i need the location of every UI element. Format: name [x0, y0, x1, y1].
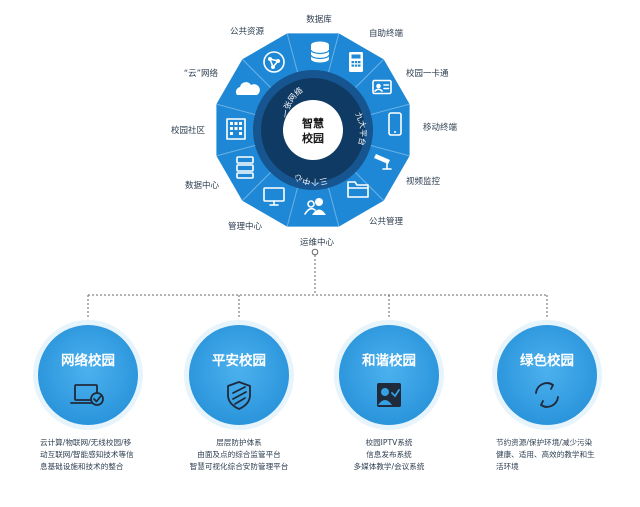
desc-line: 健康、适用、高效的教学和生	[496, 449, 595, 459]
spoke-label-mgmt-center: 管理中心	[228, 221, 263, 232]
connector-tree	[87, 248, 548, 318]
hub: 一张网络 九大平台 三个中心 智慧 校园	[171, 14, 458, 248]
building-icon	[226, 118, 246, 140]
cctv-camera-icon	[374, 154, 392, 170]
desc-network-campus: 云计算/物联网/无线校园/移 动互联网/智能感知技术等信 息基础设施和技术的整合	[40, 437, 134, 471]
card-title: 网络校园	[61, 352, 115, 369]
card-circle	[497, 325, 597, 425]
spoke-label-public-mgmt: 公共管理	[369, 216, 404, 227]
spoke-label-campus-card: 校园一卡通	[406, 68, 449, 79]
shield-icon	[227, 381, 251, 410]
desc-line: 层层防护体系	[216, 437, 262, 447]
desc-safe-campus: 层层防护体系 由面及点的综合监管平台 智慧可视化综合安防管理平台	[190, 437, 289, 471]
spoke-label-database: 数据库	[306, 14, 332, 25]
desc-line: 智慧可视化综合安防管理平台	[190, 461, 289, 471]
mobile-phone-icon	[388, 112, 402, 136]
server-icon	[236, 156, 254, 179]
hub-center-line-1: 智慧	[302, 116, 324, 130]
connector-drops	[87, 295, 548, 318]
spoke-label-data-center: 数据中心	[185, 180, 220, 191]
spoke-label-public-resources: 公共资源	[230, 26, 265, 37]
card-network-campus: 网络校园	[33, 320, 143, 430]
desc-line: 节约资源/保护环境/减少污染	[496, 437, 593, 447]
desc-line: 动互联网/智能感知技术等信	[40, 449, 134, 459]
card-title: 平安校园	[212, 352, 266, 369]
share-network-icon	[263, 51, 285, 73]
laptop-check-icon	[70, 384, 104, 406]
card-circle	[38, 325, 138, 425]
desc-line: 云计算/物联网/无线校园/移	[40, 437, 132, 447]
recycle-icon	[535, 382, 559, 408]
desc-line: 活环境	[496, 461, 519, 471]
database-icon	[310, 41, 330, 63]
users-icon	[304, 198, 326, 215]
desc-line: 信息发布系统	[366, 449, 412, 459]
card-title: 绿色校园	[520, 352, 574, 369]
monitor-icon	[263, 187, 285, 206]
calculator-icon	[349, 52, 363, 72]
cloud-icon	[235, 82, 260, 95]
spoke-label-mobile: 移动终端	[423, 122, 458, 133]
folder-icon	[347, 181, 369, 198]
card-circle	[189, 325, 289, 425]
desc-line: 校园IPTV系统	[365, 437, 412, 447]
desc-line: 息基础设施和技术的整合	[40, 461, 124, 471]
desc-line: 由面及点的综合监管平台	[197, 449, 281, 459]
hub-center-line-2: 校园	[302, 131, 324, 145]
card-harmony-campus: 和谐校园	[334, 320, 444, 430]
spoke-label-community: 校园社区	[171, 125, 206, 136]
card-circle	[339, 325, 439, 425]
desc-line: 多媒体教学/会议系统	[354, 461, 425, 471]
person-check-icon	[377, 383, 401, 407]
spoke-label-cloud: “云”网络	[184, 68, 219, 79]
card-green-campus: 绿色校园	[492, 320, 602, 430]
card-title: 和谐校园	[362, 352, 416, 369]
spoke-label-video: 视频监控	[406, 176, 441, 187]
connector-node	[311, 248, 319, 256]
desc-green-campus: 节约资源/保护环境/减少污染 健康、适用、高效的教学和生 活环境	[496, 437, 595, 471]
hub-center-disc	[283, 100, 343, 160]
id-card-icon	[372, 79, 392, 95]
desc-harmony-campus: 校园IPTV系统 信息发布系统 多媒体教学/会议系统	[354, 437, 425, 471]
spoke-label-self-service: 自助终端	[369, 28, 404, 39]
card-safe-campus: 平安校园	[184, 320, 294, 430]
spoke-label-ops: 运维中心	[300, 237, 335, 248]
